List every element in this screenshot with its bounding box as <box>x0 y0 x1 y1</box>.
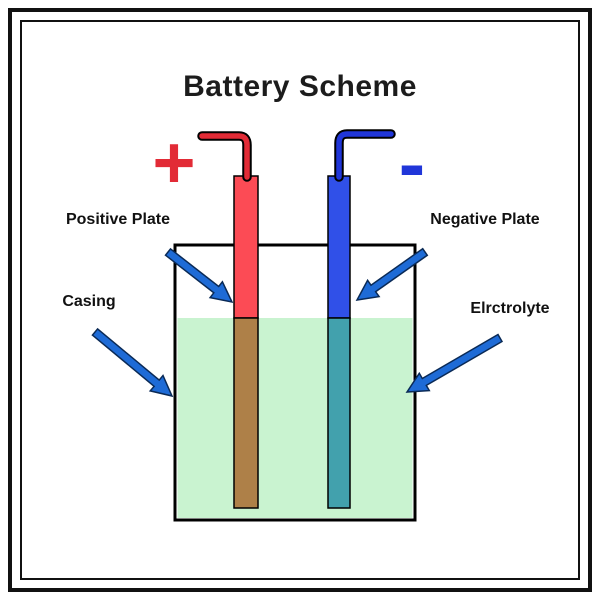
negative-wire <box>336 131 394 180</box>
negative-plate <box>327 175 351 319</box>
negative-plate-arrow <box>355 247 429 301</box>
positive-plate-submerged <box>233 317 259 509</box>
minus-terminal-symbol: - <box>398 119 426 208</box>
positive-plate-arrow <box>164 247 234 304</box>
electrolyte-label: Elrctrolyte <box>470 300 550 317</box>
negative-plate-submerged <box>327 317 351 509</box>
positive-plate <box>233 175 259 319</box>
plus-terminal-symbol: + <box>152 121 196 204</box>
electrolyte-liquid <box>177 318 413 518</box>
casing-arrow <box>91 327 174 398</box>
electrolyte-arrow <box>405 333 504 393</box>
page-title: Battery Scheme <box>183 70 417 103</box>
casing-label: Casing <box>62 293 116 310</box>
positive-wire <box>199 133 250 180</box>
negative-plate-label: Negative Plate <box>430 211 540 228</box>
positive-plate-label: Positive Plate <box>65 211 171 228</box>
